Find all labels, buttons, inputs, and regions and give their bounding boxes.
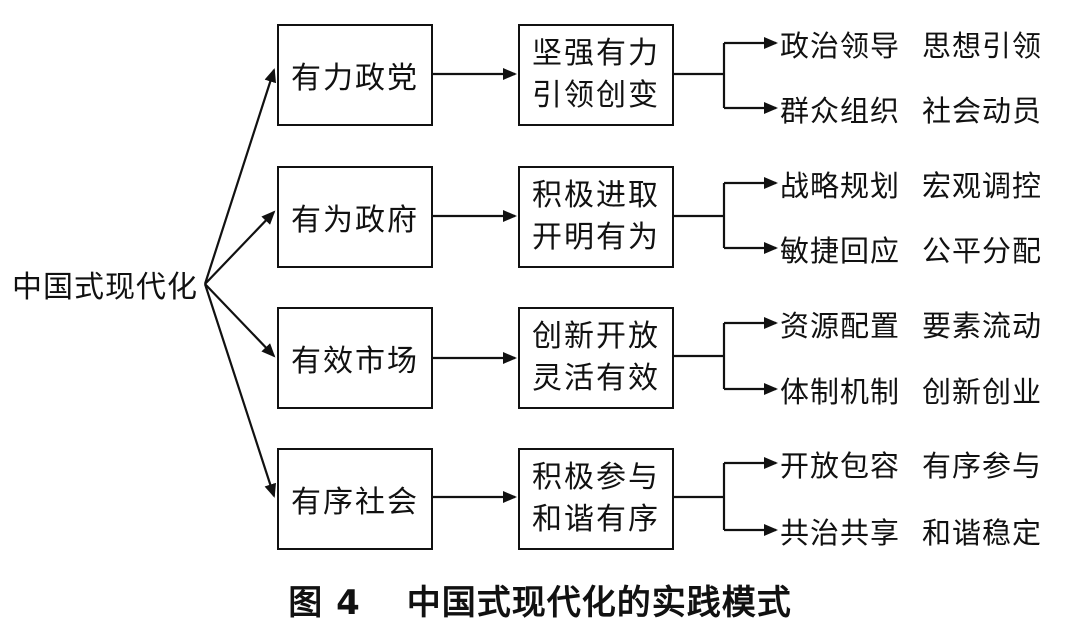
leaf-2-2: 敏捷回应公平分配 [780,234,1043,268]
figure-caption: 图 4 中国式现代化的实践模式 [0,575,1080,624]
desc-line: 和谐有序 [532,502,660,537]
root-arrow-3 [204,283,276,358]
branch-box-4: 有序社会 [277,448,433,550]
leaf-2-1: 战略规划宏观调控 [780,169,1043,203]
leaf-1-1: 政治领导思想引领 [780,29,1043,63]
root-node: 中国式现代化 [12,270,198,305]
desc-line: 积极进取 [532,178,660,213]
leaf-1-2: 群众组织社会动员 [780,94,1043,128]
leaf-3-2: 体制机制创新创业 [780,375,1043,409]
desc-box-3: 创新开放 灵活有效 [518,307,674,409]
branch-box-3: 有效市场 [277,307,433,409]
root-arrow-1 [203,68,277,285]
desc-box-4: 积极参与 和谐有序 [518,448,674,550]
desc-line: 坚强有力 [532,36,660,71]
desc-line: 创新开放 [532,319,660,354]
figure-number: 图 4 [288,583,361,623]
desc-line: 积极参与 [532,460,660,495]
figure-title: 中国式现代化的实践模式 [406,583,792,623]
root-arrow-2 [204,210,276,285]
desc-line: 灵活有效 [532,361,660,396]
branch-box-2: 有为政府 [277,166,433,268]
desc-line: 开明有为 [532,220,660,255]
leaf-3-1: 资源配置要素流动 [780,309,1043,343]
leaf-4-1: 开放包容有序参与 [780,449,1043,483]
desc-box-1: 坚强有力 引领创变 [518,24,674,126]
desc-box-2: 积极进取 开明有为 [518,166,674,268]
root-arrow-4 [203,283,276,498]
branch-box-1: 有力政党 [277,24,433,126]
desc-line: 引领创变 [532,78,660,113]
leaf-4-2: 共治共享和谐稳定 [780,516,1043,550]
